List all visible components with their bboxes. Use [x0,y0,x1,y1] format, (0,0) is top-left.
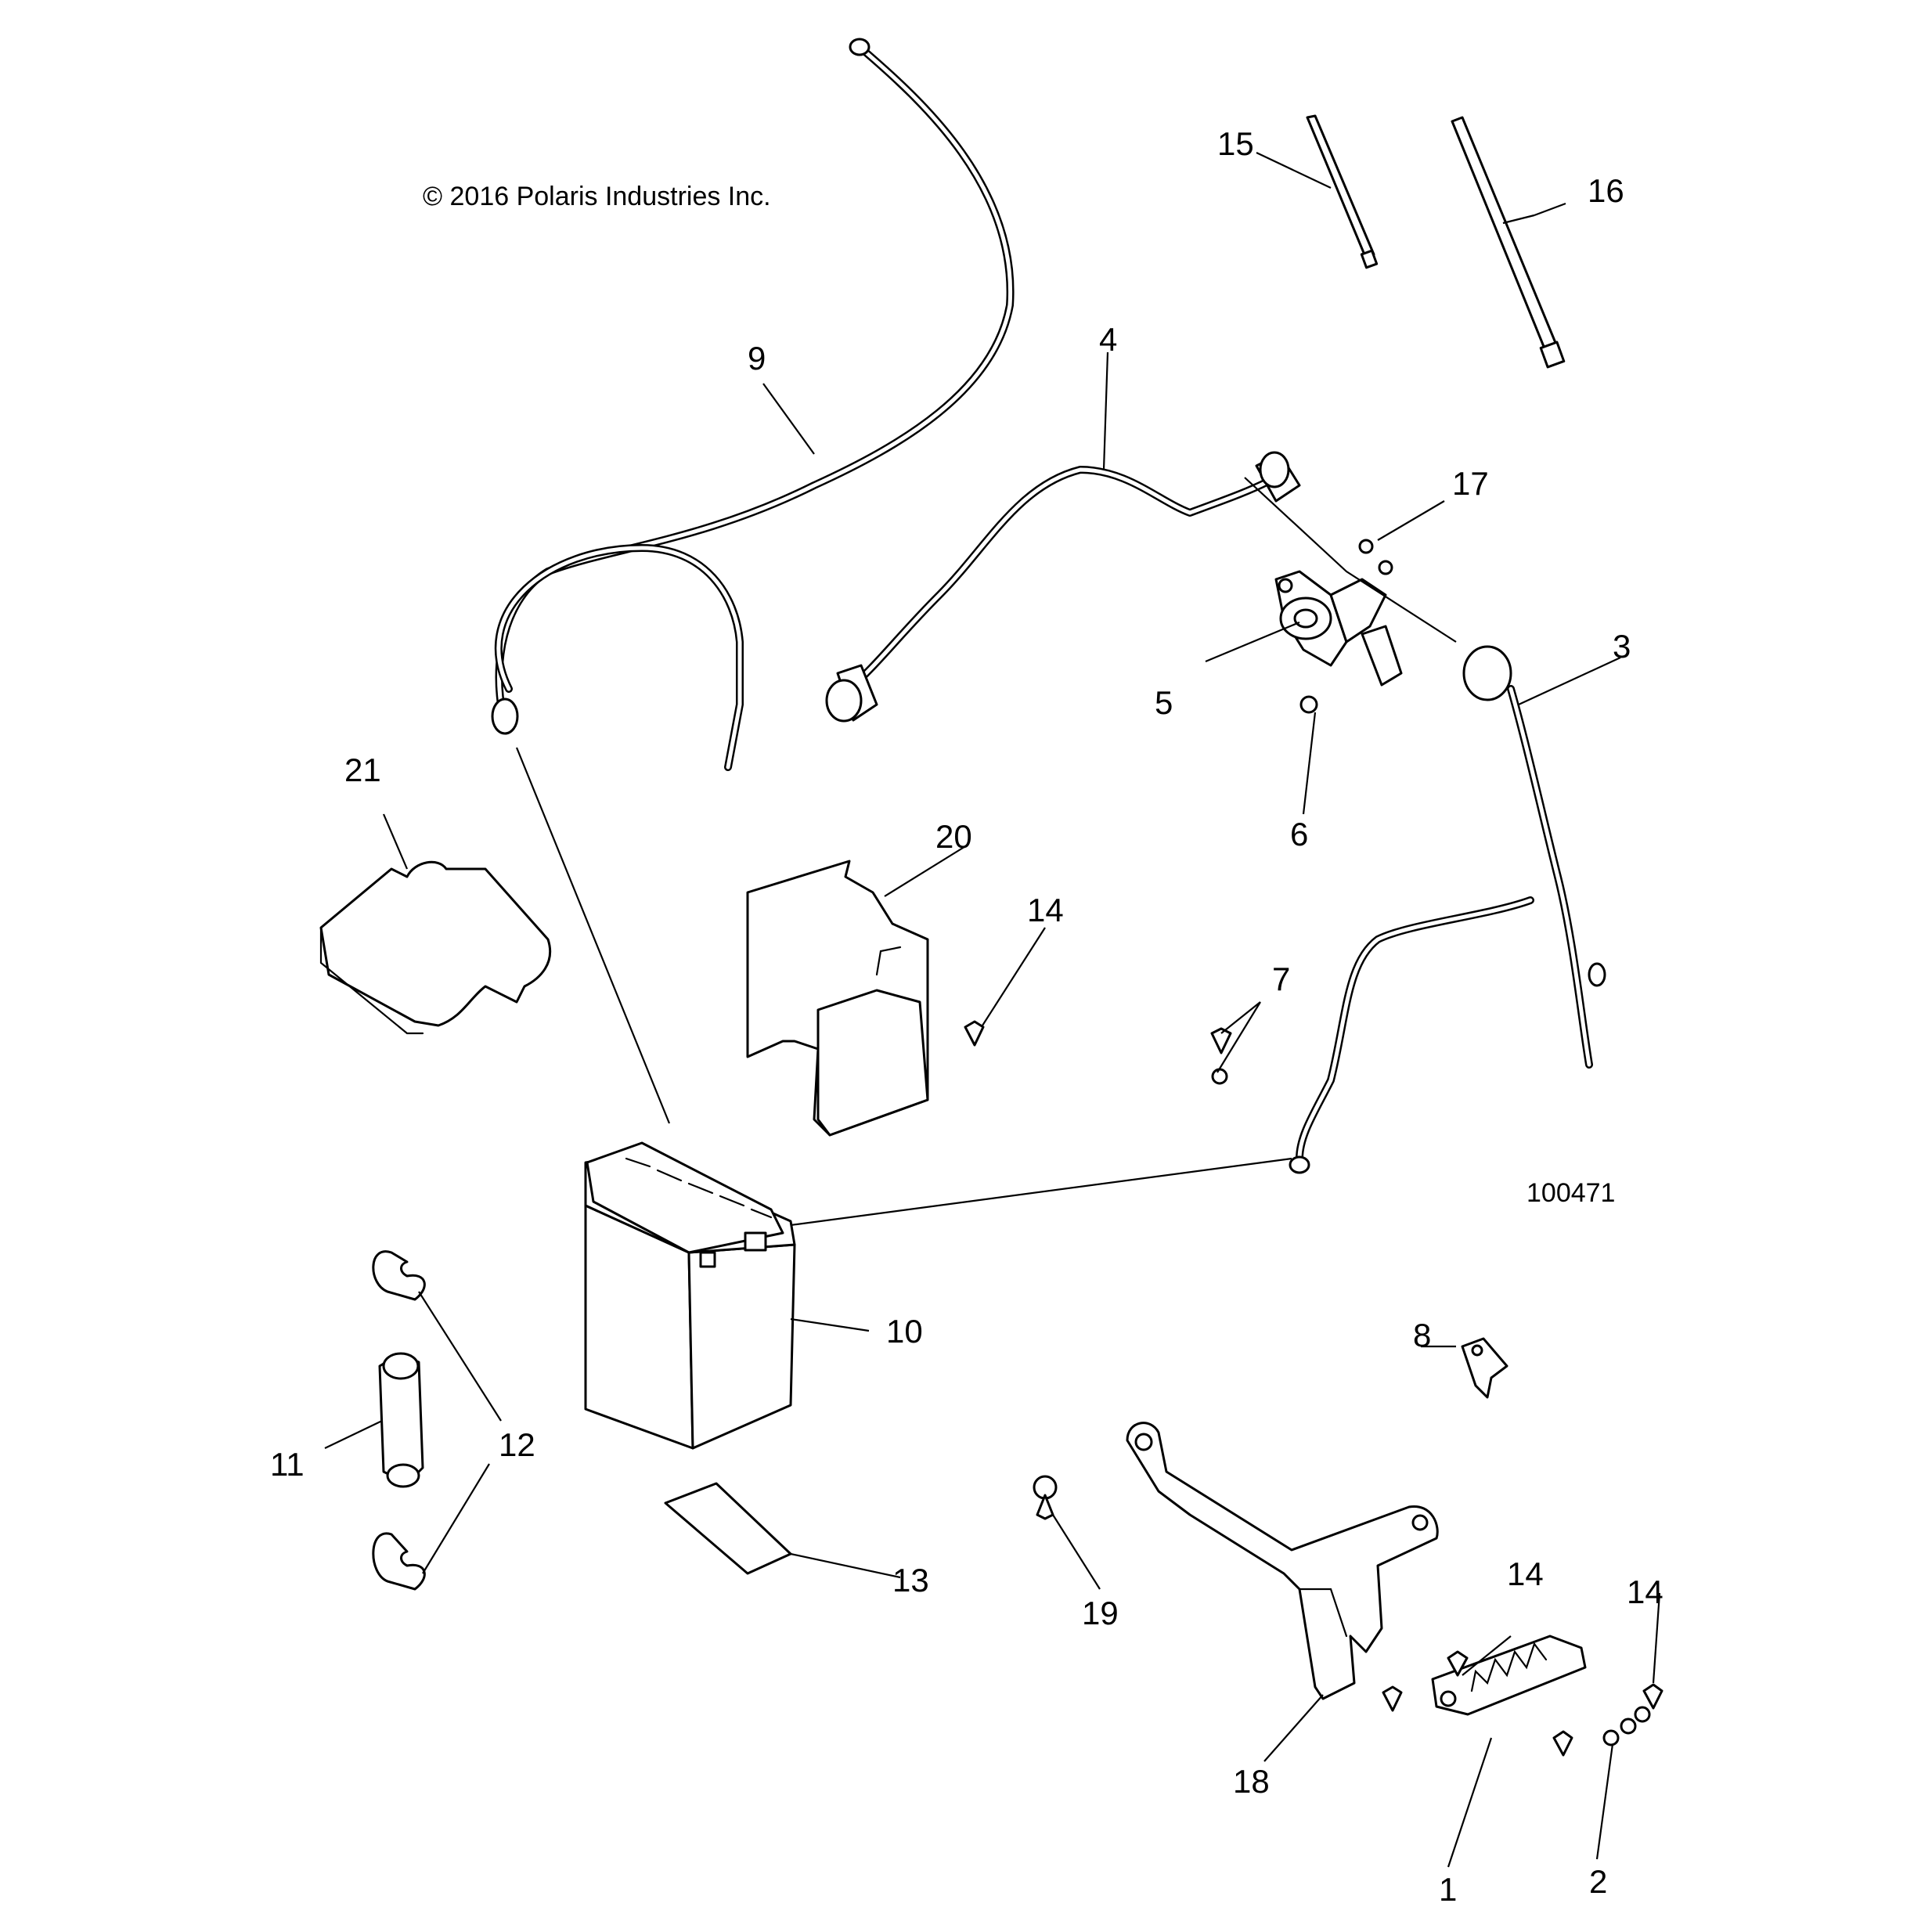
callout-19: 19 [1082,1595,1119,1631]
part-12-clips [372,1250,426,1591]
part-18-bracket [1126,1422,1439,1700]
callout-13: 13 [892,1562,929,1599]
part-8-clip [1461,1337,1508,1399]
part-13-pad [664,1482,792,1575]
part-5-solenoid [1274,570,1403,687]
leader-lines [324,152,1661,1868]
callout-3: 3 [1613,628,1631,665]
callout-18: 18 [1233,1763,1270,1800]
part-4-cable [825,451,1301,723]
part-15-cable-tie [1306,114,1379,269]
part-3-cable [1289,645,1606,1174]
part-7-bolt-nut [1210,1027,1232,1085]
callout-10: 10 [886,1313,923,1350]
part-11-bracket [378,1352,424,1488]
part-10-battery [584,1141,796,1450]
callout-14-center: 14 [1027,892,1064,928]
figure-number: 100471 [1526,1178,1615,1208]
part-2-washers [1602,1706,1651,1746]
callout-15: 15 [1217,125,1254,162]
callout-1: 1 [1439,1871,1457,1908]
part-14-screws [964,1020,1663,1757]
part-17-nuts [1358,539,1393,575]
callout-8: 8 [1413,1317,1431,1353]
callout-12-upper: 12 [499,1426,535,1463]
copyright-text: © 2016 Polaris Industries Inc. [423,182,771,211]
callout-7: 7 [1272,961,1290,997]
callout-17: 17 [1452,465,1489,502]
callout-2: 2 [1589,1863,1607,1900]
callout-14-bracket: 14 [1507,1555,1544,1592]
part-21-cover [319,860,552,1035]
part-20-shield [746,860,929,1137]
callout-9: 9 [748,340,766,377]
callout-5: 5 [1155,684,1173,721]
part-9-cable [491,38,1015,771]
callout-14-right: 14 [1627,1573,1663,1610]
part-1-terminal-block [1431,1635,1587,1716]
part-16-cable-tie [1451,116,1566,369]
callout-21: 21 [344,752,381,788]
callout-6: 6 [1290,816,1308,852]
part-19-rivet [1033,1475,1058,1520]
part-6-nut [1299,695,1318,714]
callout-11: 11 [270,1446,305,1483]
callout-16: 16 [1588,172,1624,209]
callout-20: 20 [935,818,972,855]
callout-4: 4 [1099,321,1117,358]
